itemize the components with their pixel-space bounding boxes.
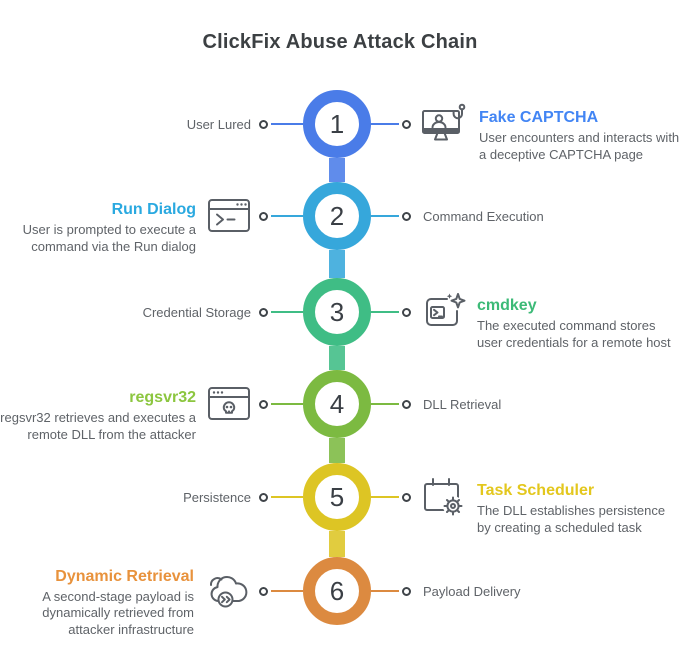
step-description: User encounters and interacts with a dec… xyxy=(479,130,680,162)
connector-line xyxy=(271,496,303,498)
run-dialog-icon xyxy=(207,198,251,234)
connector-line xyxy=(371,496,399,498)
step-number: 1 xyxy=(329,108,345,139)
step-2-right: Command Execution xyxy=(371,170,680,262)
step-number: 3 xyxy=(329,296,345,327)
timeline-step-3: Credential Storage 3 cmdkey xyxy=(0,266,680,358)
step-label: Command Execution xyxy=(423,208,544,224)
step-4-right: DLL Retrieval xyxy=(371,358,680,450)
step-number-circle: 3 xyxy=(303,278,371,346)
connector-line xyxy=(271,123,303,125)
connector-line xyxy=(271,311,303,313)
timeline-connector xyxy=(329,250,345,278)
connector-line xyxy=(371,215,399,217)
connector-dot xyxy=(402,307,411,317)
connector-line xyxy=(371,123,399,125)
step-label: Persistence xyxy=(183,489,251,505)
timeline-step-4: regsvr32 regsvr32 retrieves and executes… xyxy=(0,358,680,450)
connector-dot xyxy=(259,119,268,129)
step-description: User is prompted to execute a command vi… xyxy=(22,222,196,254)
connector-dot xyxy=(259,586,268,596)
step-5-left: Persistence xyxy=(0,451,303,543)
step-6-left: Dynamic Retrieval A second-stage payload… xyxy=(0,545,303,637)
connector-dot xyxy=(259,307,268,317)
step-5-right: Task Scheduler The DLL establishes persi… xyxy=(371,451,680,543)
timeline-connector xyxy=(329,346,345,370)
step-description: A second-stage payload is dynamically re… xyxy=(42,589,194,637)
timeline-step-6: Dynamic Retrieval A second-stage payload… xyxy=(0,545,680,637)
connector-dot xyxy=(402,119,411,129)
step-number: 2 xyxy=(329,200,345,231)
connector-line xyxy=(271,590,303,592)
step-title: regsvr32 xyxy=(129,389,196,407)
connector-line xyxy=(271,215,303,217)
step-number-circle: 2 xyxy=(303,182,371,250)
skull-window-icon xyxy=(207,386,251,422)
step-title: Run Dialog xyxy=(111,201,196,219)
step-number-circle: 5 xyxy=(303,463,371,531)
connector-dot xyxy=(402,399,411,409)
cloud-download-icon xyxy=(205,572,251,610)
step-description: regsvr32 retrieves and executes a remote… xyxy=(0,410,196,442)
feature-block: Dynamic Retrieval A second-stage payload… xyxy=(0,568,194,637)
calendar-gear-icon xyxy=(420,476,466,518)
step-title: Fake CAPTCHA xyxy=(479,109,599,127)
connector-dot xyxy=(259,492,268,502)
step-description: The executed command stores user credent… xyxy=(477,318,671,350)
step-1-left: User Lured xyxy=(0,78,303,170)
step-6-right: Payload Delivery xyxy=(371,545,680,637)
step-label: User Lured xyxy=(186,116,251,132)
connector-dot xyxy=(259,399,268,409)
step-title: cmdkey xyxy=(477,297,537,315)
connector-dot xyxy=(402,492,411,502)
step-number-circle: 4 xyxy=(303,370,371,438)
feature-block: regsvr32 regsvr32 retrieves and executes… xyxy=(0,389,196,442)
page-title: ClickFix Abuse Attack Chain xyxy=(202,31,478,53)
step-number: 6 xyxy=(329,575,345,606)
step-label: Payload Delivery xyxy=(423,583,521,599)
connector-line xyxy=(371,311,399,313)
feature-block: Task Scheduler The DLL establishes persi… xyxy=(477,482,680,535)
step-description: The DLL establishes persistence by creat… xyxy=(477,503,666,535)
step-2-left: Run Dialog User is prompted to execute a… xyxy=(0,170,303,262)
step-3-right: cmdkey The executed command stores user … xyxy=(371,266,680,358)
timeline-connector xyxy=(329,158,345,182)
feature-block: cmdkey The executed command stores user … xyxy=(477,297,680,350)
feature-block: Run Dialog User is prompted to execute a… xyxy=(0,201,196,254)
connector-dot xyxy=(402,586,411,596)
connector-dot xyxy=(259,211,268,221)
timeline-step-5: Persistence 5 xyxy=(0,451,680,543)
connector-dot xyxy=(402,211,411,221)
step-1-right: Fake CAPTCHA User encounters and interac… xyxy=(371,78,680,170)
step-4-left: regsvr32 regsvr32 retrieves and executes… xyxy=(0,358,303,450)
timeline-step-2: Run Dialog User is prompted to execute a… xyxy=(0,170,680,262)
terminal-sparkle-icon xyxy=(420,292,466,332)
step-label: Credential Storage xyxy=(142,304,251,320)
feature-block: Fake CAPTCHA User encounters and interac… xyxy=(479,109,680,162)
timeline-step-1: User Lured 1 Fake CAPT xyxy=(0,78,680,170)
step-number-circle: 1 xyxy=(303,90,371,158)
step-3-left: Credential Storage xyxy=(0,266,303,358)
connector-line xyxy=(371,403,399,405)
step-title: Dynamic Retrieval xyxy=(55,568,194,586)
step-number: 4 xyxy=(329,388,345,419)
connector-line xyxy=(271,403,303,405)
step-label: DLL Retrieval xyxy=(423,396,502,412)
step-number: 5 xyxy=(329,481,345,512)
timeline-connector xyxy=(329,531,345,557)
timeline-connector xyxy=(329,438,345,463)
step-number-circle: 6 xyxy=(303,557,371,625)
connector-line xyxy=(371,590,399,592)
step-title: Task Scheduler xyxy=(477,482,595,500)
monitor-phishing-icon xyxy=(420,103,468,145)
